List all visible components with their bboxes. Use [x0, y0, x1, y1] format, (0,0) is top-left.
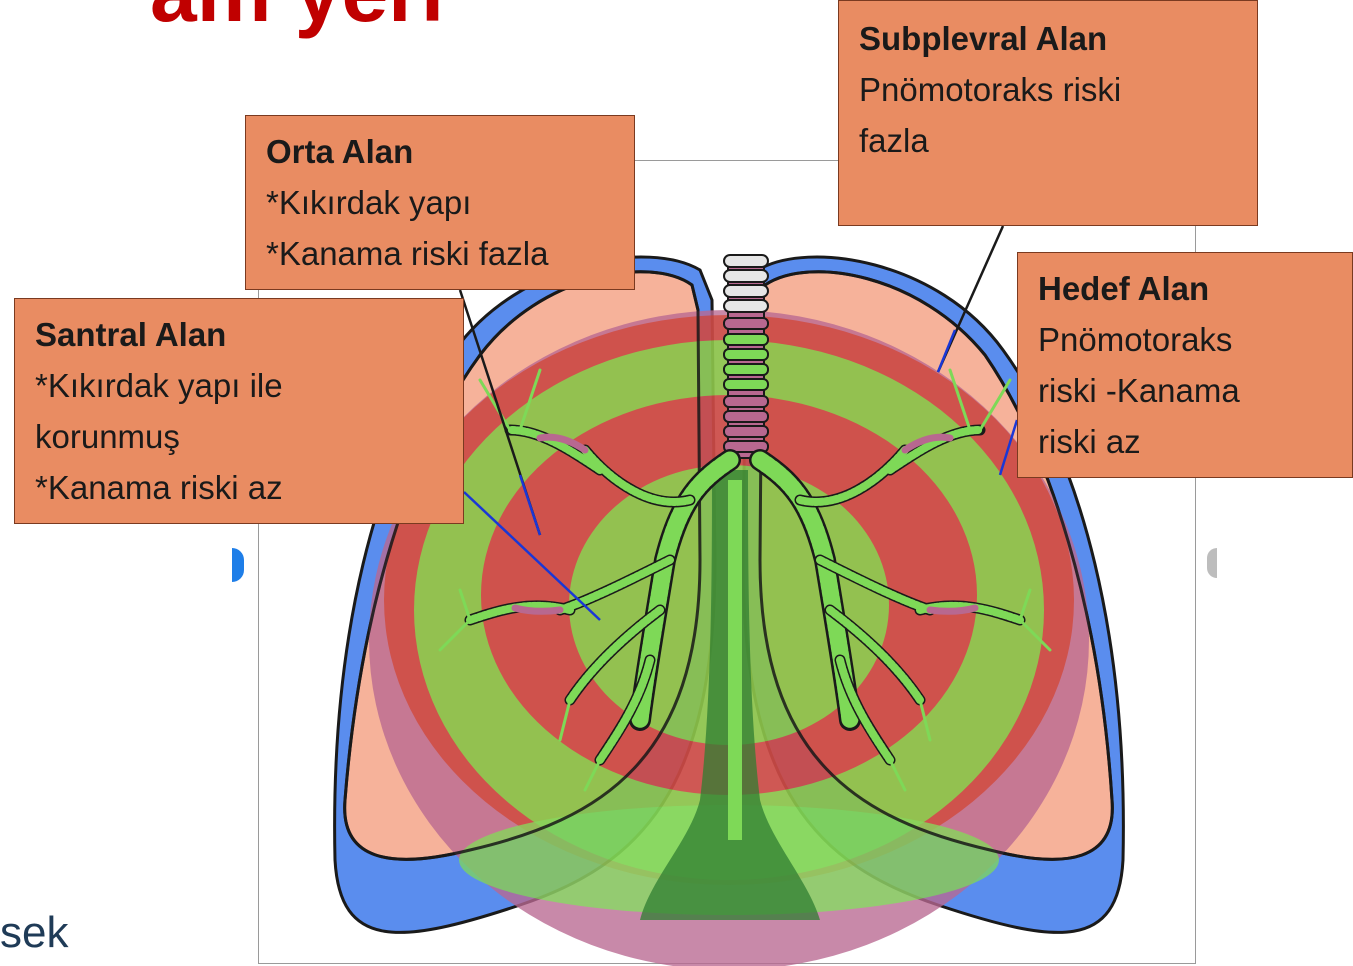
callout-hedef-alan: Hedef Alan Pnömotoraks riski -Kanama ris… [1017, 252, 1353, 478]
right-edge-marker [1207, 548, 1217, 578]
callout-subplevral-line-1: Pnömotoraks riski [859, 64, 1237, 115]
callout-santral-title: Santral Alan [35, 309, 443, 360]
callout-santral-line-1: *Kıkırdak yapı ile [35, 360, 443, 411]
callout-hedef-line-3: riski az [1038, 416, 1332, 467]
trachea [724, 255, 768, 458]
callout-subplevral-title: Subplevral Alan [859, 13, 1237, 64]
callout-subplevral-alan: Subplevral Alan Pnömotoraks riski fazla [838, 0, 1258, 226]
callout-hedef-line-2: riski -Kanama [1038, 365, 1332, 416]
callout-orta-alan: Orta Alan *Kıkırdak yapı *Kanama riski f… [245, 115, 635, 290]
callout-orta-line-2: *Kanama riski fazla [266, 228, 614, 279]
callout-subplevral-line-2: fazla [859, 115, 1237, 166]
callout-santral-alan: Santral Alan *Kıkırdak yapı ile korunmuş… [14, 298, 464, 524]
slide-footer-text: sek [0, 905, 68, 961]
callout-santral-line-3: *Kanama riski az [35, 462, 443, 513]
callout-orta-line-1: *Kıkırdak yapı [266, 177, 614, 228]
callout-santral-line-2: korunmuş [35, 411, 443, 462]
callout-hedef-title: Hedef Alan [1038, 263, 1332, 314]
callout-hedef-line-1: Pnömotoraks [1038, 314, 1332, 365]
callout-orta-title: Orta Alan [266, 126, 614, 177]
